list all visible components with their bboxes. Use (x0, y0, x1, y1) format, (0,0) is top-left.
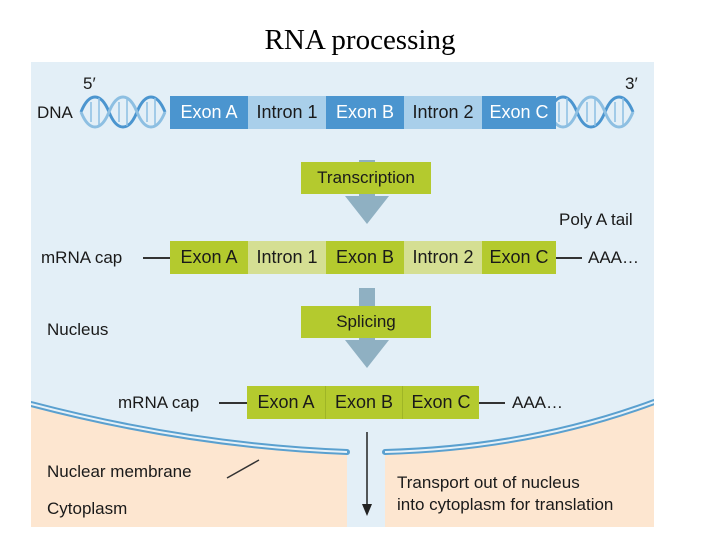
pre-mrna-tail-label: AAA… (588, 248, 640, 267)
mrna-segment-exon-a: Exon A (247, 386, 325, 419)
pre-mrna-tail-line (556, 257, 582, 259)
nuclear-membrane-label: Nuclear membrane (47, 462, 192, 481)
nuclear-membrane-right-inner (384, 401, 654, 453)
dna-segment-exon-a: Exon A (170, 96, 248, 129)
nuclear-membrane-left-inner (31, 403, 348, 453)
dna-segment-exon-c: Exon C (482, 96, 556, 129)
rna-processing-diagram: 5′ 3′ DNA Exon A Intron 1 Exon B Intron … (31, 62, 654, 527)
pre-mrna-cap-line (143, 257, 171, 259)
dna-helix-right-icon (547, 95, 635, 129)
mrna-cap-line (219, 402, 247, 404)
mrna-segment-exon-b: Exon B (325, 386, 403, 419)
transport-text-line-1: Transport out of nucleus (397, 473, 580, 492)
cytoplasm-area-left (31, 406, 347, 527)
mrna-tail-label: AAA… (512, 393, 564, 412)
pre-mrna-segment-intron-1: Intron 1 (248, 241, 326, 274)
splicing-step-label: Splicing (301, 306, 431, 338)
dna-segment-intron-1: Intron 1 (248, 96, 326, 129)
cytoplasm-area-right (385, 404, 654, 527)
pre-mrna-cap-label: mRNA cap (41, 248, 123, 267)
membrane-pointer-line (226, 459, 260, 479)
dna-label: DNA (37, 103, 73, 122)
pre-mrna-segment-intron-2: Intron 2 (404, 241, 482, 274)
diagram-background (31, 62, 654, 527)
pre-mrna-segment-exon-c: Exon C (482, 241, 556, 274)
pre-mrna-segment-exon-a: Exon A (170, 241, 248, 274)
nucleus-label: Nucleus (47, 320, 109, 339)
poly-a-tail-label: Poly A tail (559, 210, 633, 229)
transport-arrow-icon (362, 432, 372, 516)
transcription-step-label: Transcription (301, 162, 431, 194)
dna-segment-intron-2: Intron 2 (404, 96, 482, 129)
dna-helix-left-icon (79, 95, 167, 129)
mrna-tail-line (479, 402, 505, 404)
dna-5-prime-label: 5′ (83, 74, 96, 93)
mrna-segment-exon-c: Exon C (403, 386, 479, 419)
dna-3-prime-label: 3′ (625, 74, 638, 93)
page-title: RNA processing (264, 24, 456, 56)
dna-segment-exon-b: Exon B (326, 96, 404, 129)
mrna-cap-label: mRNA cap (118, 393, 200, 412)
transport-text-line-2: into cytoplasm for translation (397, 495, 614, 514)
pre-mrna-segment-exon-b: Exon B (326, 241, 404, 274)
cytoplasm-label: Cytoplasm (47, 499, 128, 518)
